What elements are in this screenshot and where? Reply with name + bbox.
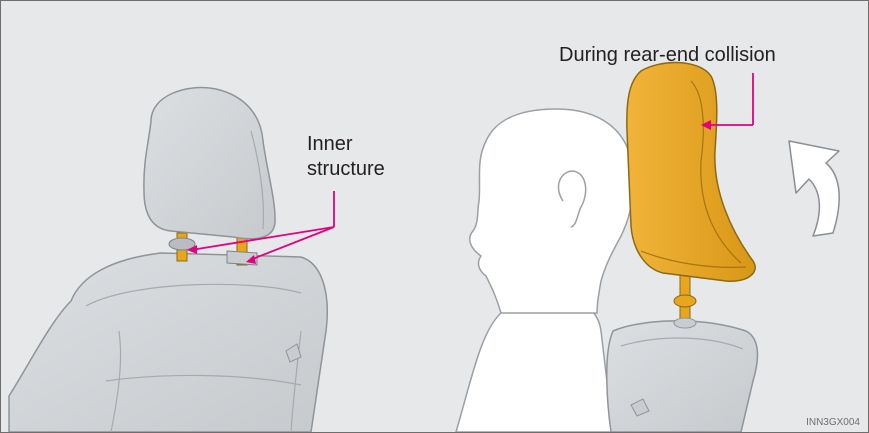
left-headrest [144, 88, 275, 239]
inner-structure-label-line1: Inner [307, 132, 385, 157]
right-headrest-moved [627, 63, 755, 282]
inner-structure-label: Inner structure [307, 132, 385, 182]
left-seat [9, 88, 327, 432]
tilt-arrow-icon [789, 141, 839, 236]
inner-structure-label-line2: structure [307, 157, 385, 182]
figure-code: INN3GX004 [806, 417, 860, 428]
right-seat [607, 63, 758, 432]
left-seat-back [9, 253, 327, 432]
rear-end-collision-label: During rear-end collision [559, 43, 776, 68]
